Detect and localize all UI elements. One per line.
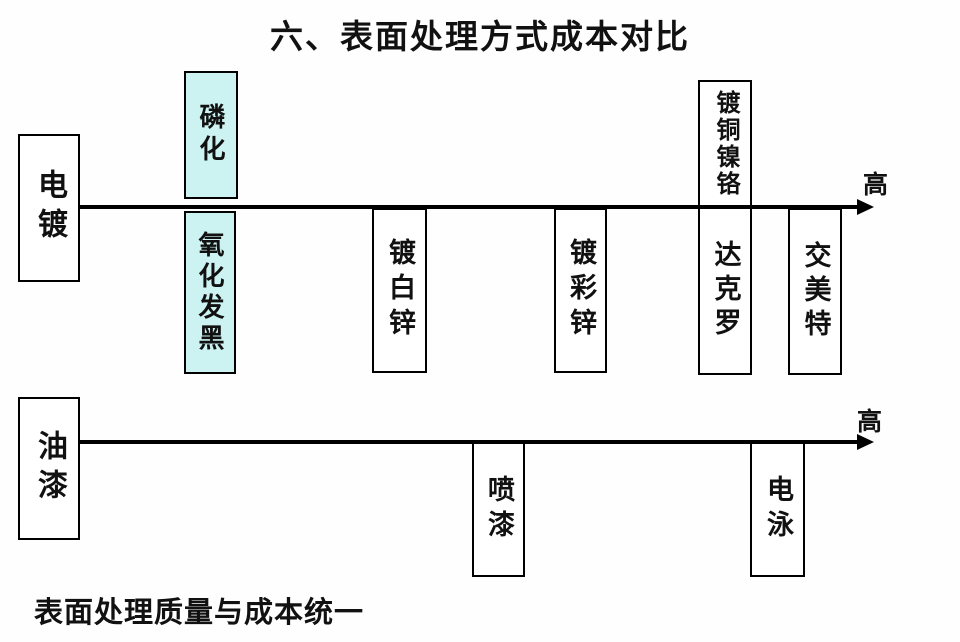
electrophoresis-box: 电泳 <box>750 442 805 577</box>
paint-category-label: 油漆 <box>33 429 66 508</box>
copper-nickel-chrome-plating-box: 镀铜镍铬 <box>698 80 752 207</box>
dacromet-label: 达克罗 <box>710 240 741 342</box>
spray-paint-label: 喷漆 <box>484 474 514 545</box>
spray-paint-box: 喷漆 <box>472 442 525 577</box>
paint-category-box: 油漆 <box>18 397 80 540</box>
slide-title: 六、表面处理方式成本对比 <box>270 18 690 55</box>
electroplating-category-box: 电镀 <box>18 134 80 282</box>
dacromet-box: 达克罗 <box>698 207 752 375</box>
geomet-label: 交美特 <box>800 240 831 343</box>
phosphating-label: 磷化 <box>196 103 226 167</box>
geomet-box: 交美特 <box>788 208 842 375</box>
oxidation-blackening-label: 氧化发黑 <box>195 230 225 355</box>
top-axis-arrowhead-icon <box>857 199 874 215</box>
white-zinc-plating-box: 镀白锌 <box>372 208 427 373</box>
electroplating-category-label: 电镀 <box>33 169 66 247</box>
white-zinc-plating-label: 镀白锌 <box>385 238 415 343</box>
oxidation-blackening-box: 氧化发黑 <box>184 211 236 374</box>
bottom-axis-high-label: 高 <box>857 408 883 436</box>
bottom-cost-axis-line <box>80 440 858 444</box>
electrophoresis-label: 电泳 <box>763 474 793 545</box>
copper-nickel-chrome-plating-label: 镀铜镍铬 <box>712 89 739 198</box>
bottom-axis-arrowhead-icon <box>857 434 874 450</box>
top-axis-high-label: 高 <box>863 171 889 199</box>
footer-note: 表面处理质量与成本统一 <box>34 597 365 629</box>
phosphating-box: 磷化 <box>184 71 238 199</box>
color-zinc-plating-label: 镀彩锌 <box>566 238 596 343</box>
top-cost-axis-line <box>80 205 858 209</box>
color-zinc-plating-box: 镀彩锌 <box>554 208 607 373</box>
